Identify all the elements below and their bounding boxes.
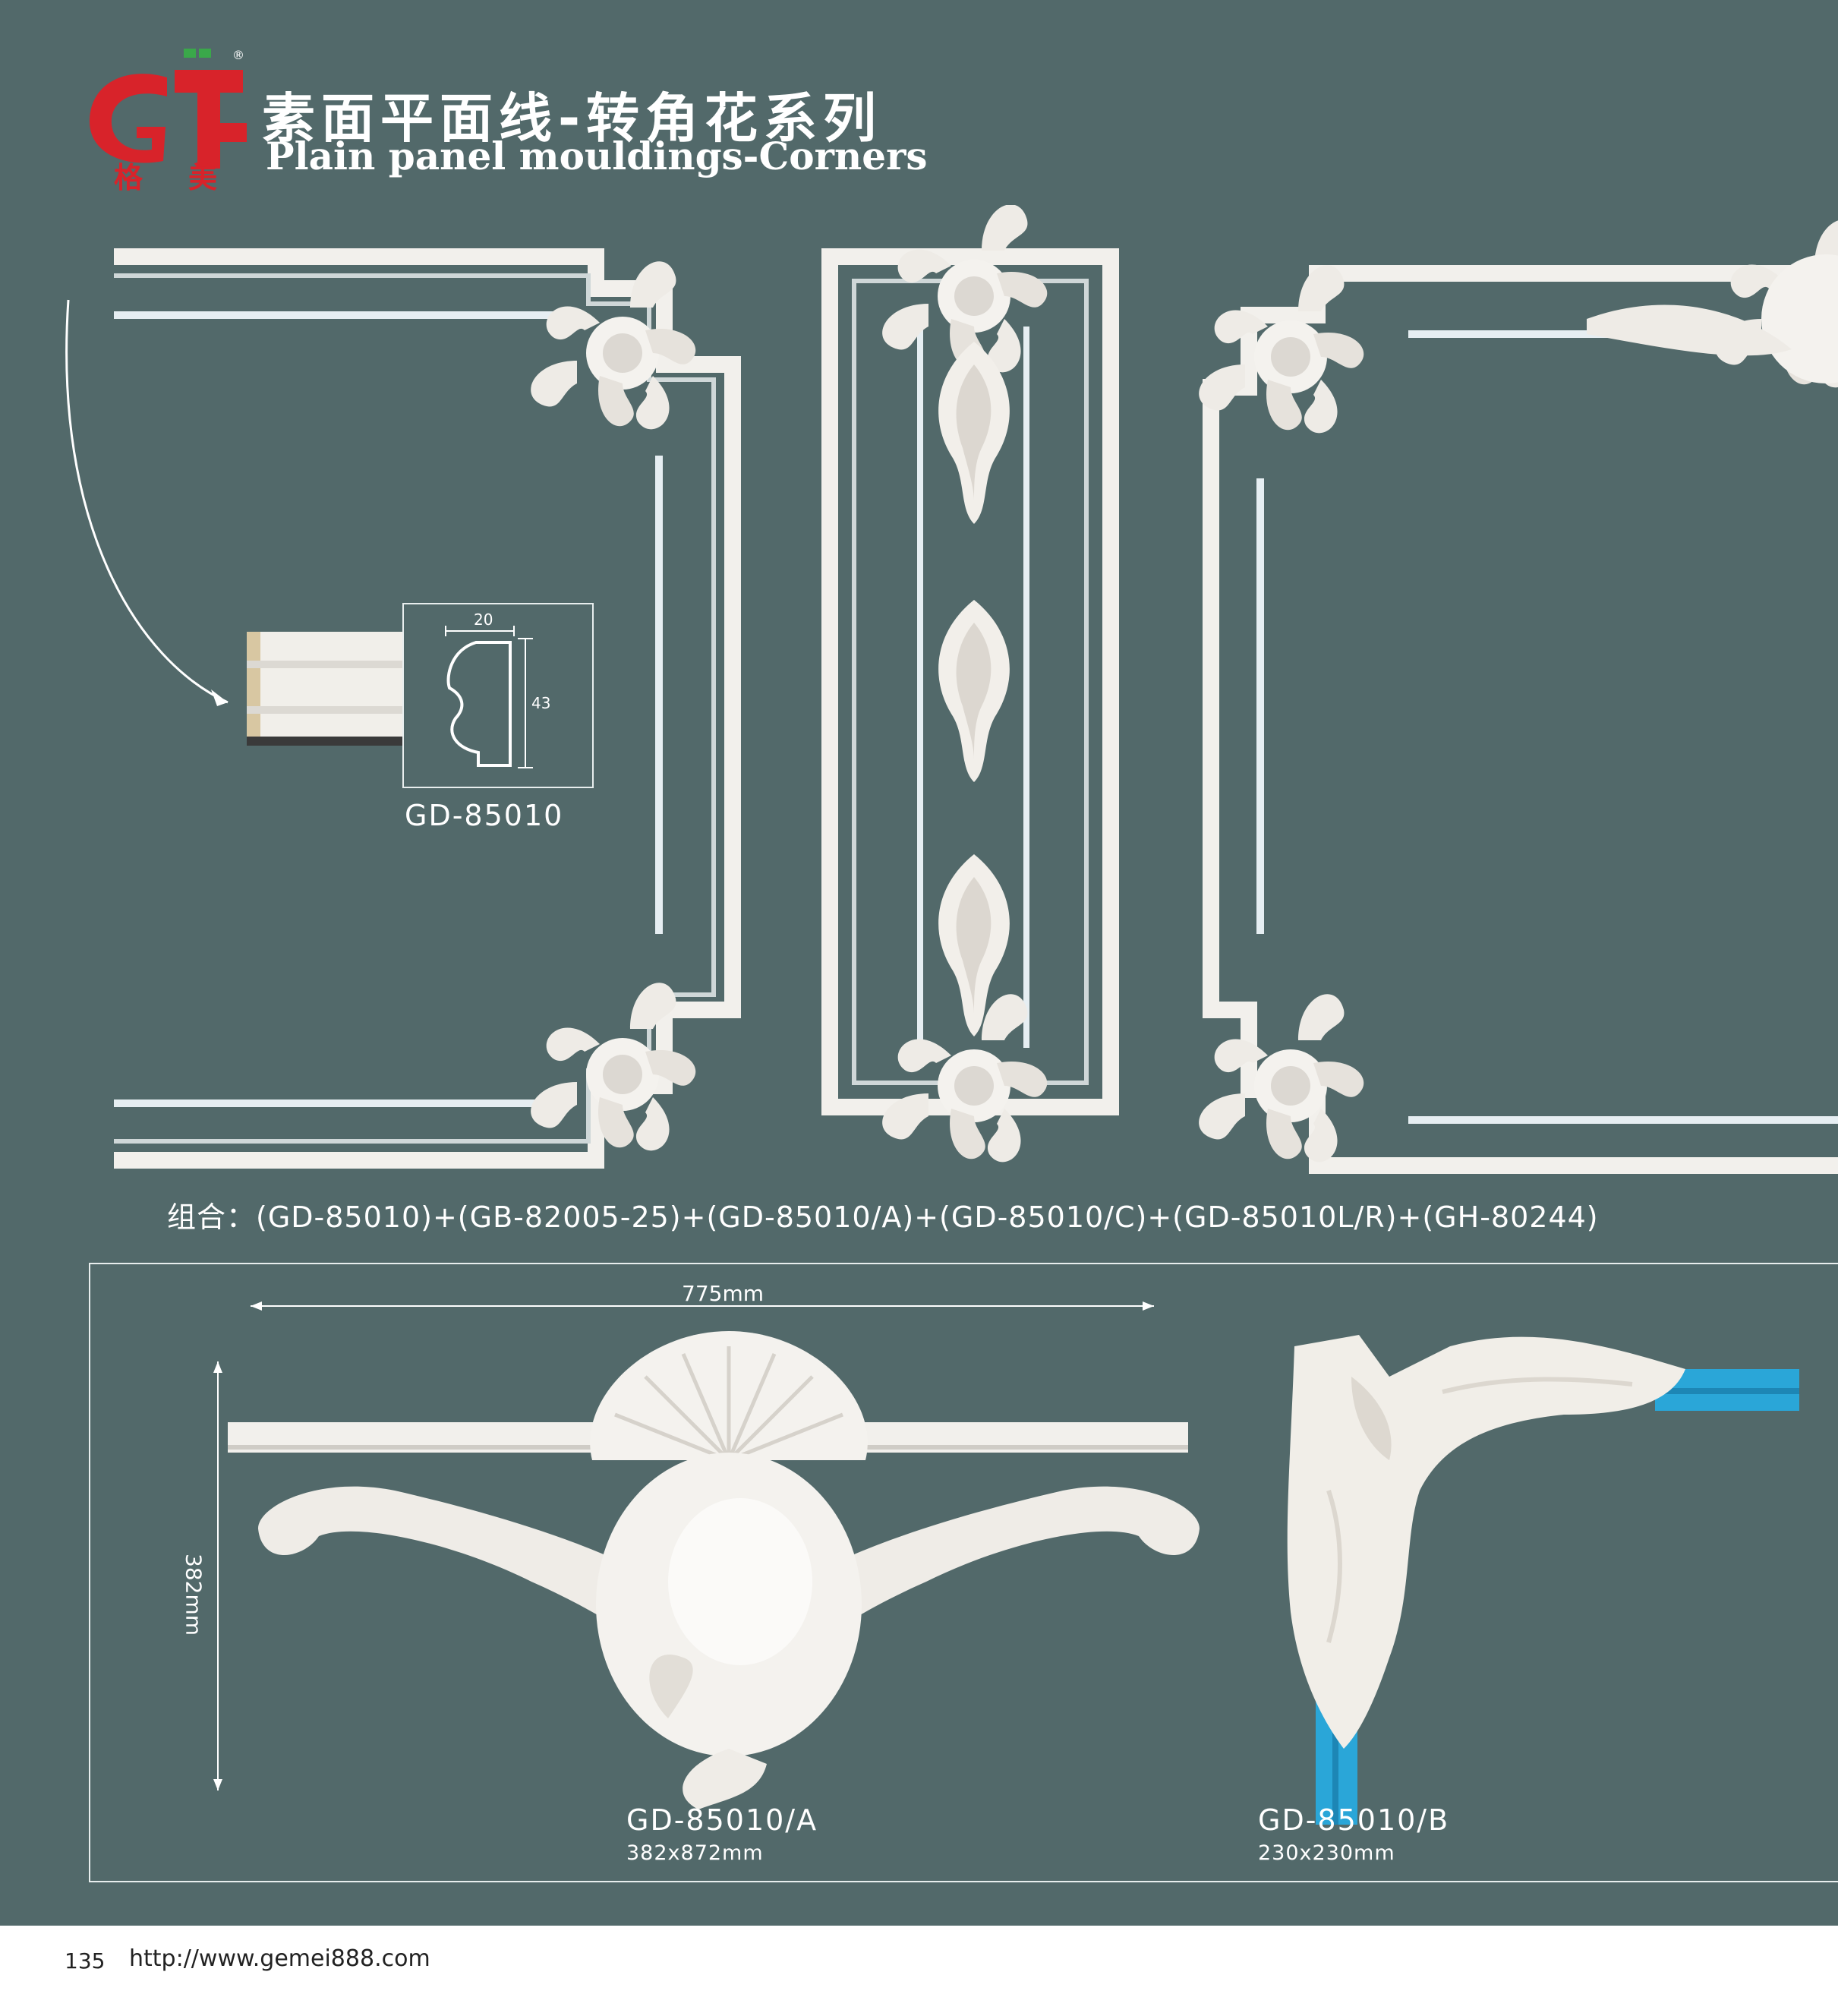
detail-illustration — [213, 1301, 1799, 1825]
item-b-size: 230x230mm — [1258, 1841, 1395, 1865]
item-b-code: GD-85010/B — [1258, 1803, 1450, 1837]
footer-bar — [0, 1926, 1838, 2016]
detail-frame — [89, 1263, 1838, 1882]
ornament-b — [1287, 1335, 1799, 1825]
profile-code: GD-85010 — [405, 799, 564, 832]
dimension-width: 775mm — [682, 1281, 764, 1306]
panel-illustration — [65, 205, 1838, 1174]
svg-text:®: ® — [232, 48, 244, 62]
page-title-zh: 素面平面线-转角花系列 — [262, 87, 883, 150]
profile-section — [445, 626, 533, 768]
profile-drawing: 20 43 — [402, 603, 594, 788]
logo-text: 格美 — [114, 161, 251, 191]
combination-text: 组合：(GD-85010)+(GB-82005-25)+(GD-85010/A)… — [167, 1200, 1599, 1234]
page-title-en: Plain panel mouldings-Corners — [266, 134, 928, 178]
ornament-a — [228, 1331, 1200, 1809]
website-link[interactable]: http://www.gemei888.com — [129, 1945, 430, 1972]
brand-logo: ® 格美 — [89, 48, 251, 191]
profile-height-label: 43 — [531, 694, 551, 712]
item-a-size: 382x872mm — [626, 1841, 764, 1865]
profile-width-label: 20 — [474, 610, 493, 629]
item-a-code: GD-85010/A — [626, 1803, 818, 1837]
callout-arrow — [65, 299, 229, 704]
page-number: 135 — [65, 1948, 106, 1973]
dimension-height: 382mm — [181, 1554, 206, 1636]
moulding-sample — [247, 632, 402, 746]
